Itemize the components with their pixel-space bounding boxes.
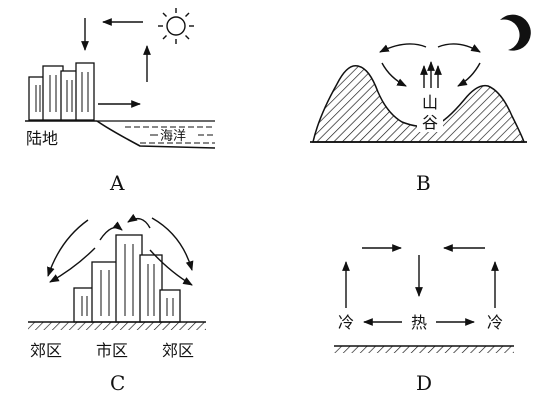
panel-d-label: D (416, 371, 432, 395)
ground-d (334, 346, 514, 353)
sun-icon (158, 8, 194, 44)
cold-right-label: 冷 (487, 313, 503, 332)
suburb-left-label: 郊区 (30, 341, 62, 360)
land-label: 陆地 (26, 129, 58, 148)
sea-label: 海洋 (160, 129, 186, 144)
valley-label-bottom: 谷 (422, 113, 438, 132)
panel-c-label: C (110, 371, 125, 395)
valley-label-top: 山 (422, 93, 438, 112)
city-buildings (73, 234, 181, 323)
panel-b-label: B (416, 171, 431, 195)
moon-icon (500, 14, 531, 51)
panel-a: 陆地 海洋 A (25, 8, 216, 195)
city-label: 市区 (96, 341, 128, 360)
building-windows (35, 72, 89, 112)
circulation-arrows-c (47, 213, 194, 286)
hot-label: 热 (411, 313, 427, 332)
circulation-arrows-a (81, 18, 151, 108)
land-buildings (28, 62, 95, 121)
panel-d: 冷 热 冷 D (334, 244, 514, 395)
circulation-arrows-b (379, 43, 481, 88)
panel-c: 郊区 市区 郊区 C (28, 213, 206, 395)
panel-a-label: A (109, 171, 125, 195)
city-windows (81, 244, 174, 316)
cold-left-label: 冷 (338, 313, 354, 332)
suburb-right-label: 郊区 (162, 341, 194, 360)
ground-c (28, 322, 206, 330)
panel-b: 山 谷 B (310, 14, 531, 195)
circulation-arrows-d (342, 244, 499, 326)
